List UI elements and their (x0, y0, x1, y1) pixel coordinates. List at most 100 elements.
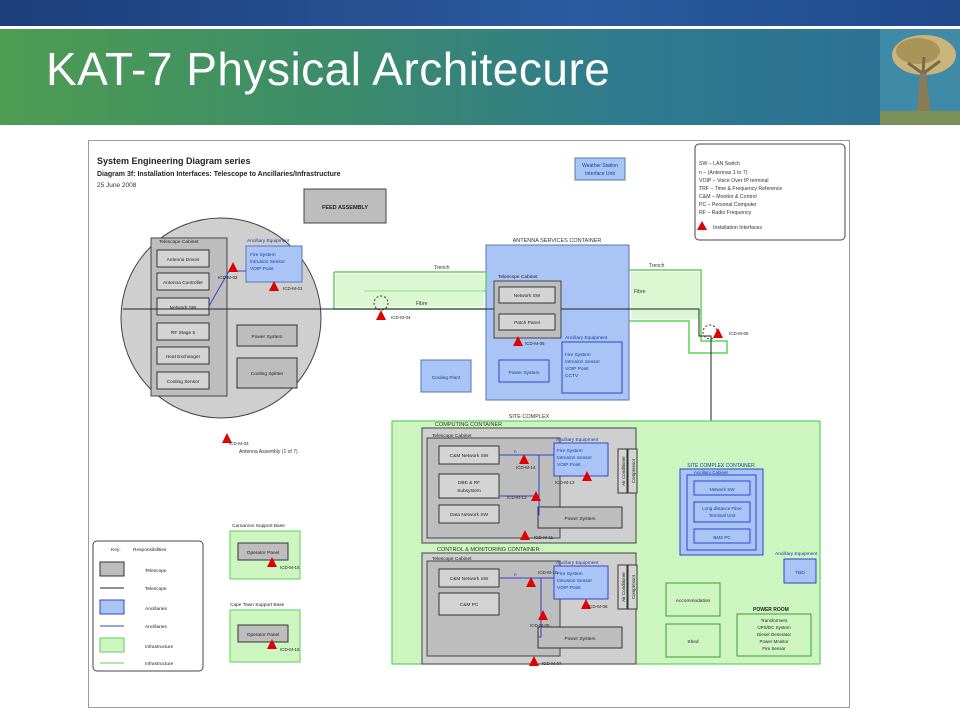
computing-dbe-box (438, 473, 500, 499)
antenna-ancillary-title: Ancillary Equipment (247, 238, 290, 244)
feed-assembly-box (303, 188, 387, 224)
site-complex-title: SITE COMPLEX (509, 414, 550, 420)
antenna-cooling-splitter-label: Cooling Splitter (251, 371, 284, 377)
asc-patch-panel-label: Patch Panel (514, 320, 540, 326)
antenna-controller-box (156, 272, 210, 291)
icd-label: ICD-M-16 (280, 647, 300, 652)
cm-pc-label: C&M PC (460, 602, 479, 608)
computing-aircon-label: Air Conditioner (621, 456, 626, 486)
cm-aircon-label: Air Conditioner (621, 572, 626, 602)
computing-aircon-box (617, 448, 628, 494)
tree-branches (907, 56, 941, 75)
icd-label: ICD-M-08 (588, 604, 608, 609)
scc-network-sw-label: Network SW (709, 487, 735, 492)
power-room-title: POWER ROOM (753, 607, 789, 613)
antenna-drives-box (156, 249, 210, 268)
tree-crown-shade (896, 38, 940, 64)
scc-bms-label: BMS PC (713, 535, 731, 540)
icd-label: ICD-M-10 (538, 570, 558, 575)
computing-compressor-box (627, 448, 638, 494)
cm-power-label: Power System (565, 636, 596, 642)
icd-marker-icon (267, 557, 277, 567)
key-label: Telescope (145, 568, 167, 574)
shed-box (665, 623, 721, 658)
accommodation-box (665, 582, 721, 617)
computing-power-box (537, 506, 623, 529)
power-room-line: Transformers (761, 618, 788, 623)
antenna-rf-stage-box (156, 322, 210, 341)
carnarvon-title: Carnarvon Support Base (232, 523, 285, 529)
antenna-ancillary-box (245, 245, 303, 283)
antenna-rf-stage-label: RF Stage 5 (171, 330, 196, 336)
antenna-ancillary-line: VOIP Point (250, 266, 274, 272)
computing-ancillary-line: Fire System (557, 448, 583, 454)
computing-n-label: n (514, 449, 517, 454)
antenna-network-sw-label: Network SW (170, 305, 197, 311)
icd-label: ICD-M-04 (391, 315, 411, 320)
power-room-line: UPS/DC System (757, 625, 791, 630)
cooling-plant-1-label: Cooling Plant (432, 375, 461, 381)
top-bar-divider (0, 26, 960, 29)
interface-marker-icon (697, 221, 707, 230)
cm-ancillary-line: Intrusion Sensor (557, 578, 592, 584)
scc-cabinet-label: Ancillary Cabinet (694, 470, 729, 475)
asc-ancillary-title: Ancillary Equipment (565, 335, 608, 341)
antenna-ancillary-line: Fire System (250, 252, 276, 258)
computing-data-sw-label: Data Network SW (450, 512, 489, 518)
shed-label: Shed (687, 639, 699, 645)
asc-network-sw-box (498, 286, 556, 304)
icd-label: ICD-M-02 (218, 275, 238, 280)
icd-label: ICD-M-12 (507, 495, 527, 500)
cm-ancillary-line: VOIP Point (557, 585, 581, 591)
abbrev-line: SW – LAN Switch (699, 161, 740, 167)
antenna-ancillary-line: Intrusion Sensor (250, 259, 285, 265)
tree-ground (880, 111, 960, 125)
key-label: Infrastructure (145, 661, 174, 667)
scc-long-line1: Long distance Fibre (702, 506, 742, 511)
diagram-subtitle: Diagram 3f: Installation Interfaces: Tel… (97, 171, 341, 178)
weather-station-line1: Weather Station (582, 163, 618, 169)
cm-aircon-box (617, 564, 628, 610)
antenna-power-system-label: Power System (252, 334, 283, 340)
computing-ancillary-links (499, 454, 554, 516)
antenna-heat-exchanger-box (156, 346, 210, 365)
asc-ancillary-box (561, 341, 623, 394)
icd-label: ICD-M-15 (280, 565, 300, 570)
page-title: KAT-7 Physical Architecure (46, 43, 611, 95)
trench-fill-right (631, 272, 699, 319)
asc-patch-panel-box (498, 313, 556, 331)
accommodation-label: Accommodation (676, 598, 711, 604)
computing-dbe-line1: DBE & RF (458, 480, 480, 486)
antenna-network-sw-box (156, 297, 210, 316)
key-title: Key: (111, 547, 121, 553)
icd-label: ICD-M-09 (530, 623, 550, 628)
abbrev-line: C&M – Monitor & Control (699, 194, 757, 200)
abbrev-interfaces: Installation Interfaces (713, 225, 762, 231)
cm-cabinet-label: Telescope Cabinet (432, 556, 472, 562)
abbrev-line: TRF – Time & Frequency Reference (699, 186, 782, 192)
trench-fill-left (336, 274, 484, 307)
icd-marker-icon (526, 577, 536, 587)
asc-title: ANTENNA SERVICES CONTAINER (513, 238, 602, 244)
fibre-label-left: Fibre (416, 301, 428, 307)
carnarvon-panel-label: Operator Panel (247, 550, 280, 556)
trench-path-right (629, 269, 728, 354)
cm-ancillary-box (553, 565, 609, 600)
trench-label-left: Trench (434, 265, 450, 271)
cm-n-label: n (514, 572, 517, 577)
capetown-title: Cape Town Support Base (230, 602, 285, 608)
capetown-panel-label: Operator Panel (247, 632, 280, 638)
icd-marker-icon (269, 281, 279, 291)
key-ancillaries-swatch (99, 599, 125, 615)
trench-label-right: Trench (649, 263, 665, 269)
cm-ancillary-links (499, 577, 554, 638)
icd-marker-icon (520, 530, 530, 540)
power-room-line: Fire Sensor (762, 646, 786, 651)
key-label: Infrastructure (145, 644, 174, 650)
antenna-cooling-sensor-label: Cooling Sensor (167, 379, 200, 385)
abbrev-line: PC – Personal Computer (699, 202, 757, 208)
asc-ancillary-line: Fire System (565, 352, 591, 358)
antenna-cooling-sensor-box (156, 371, 210, 390)
icd-marker-icon (531, 491, 541, 501)
icd-marker-icon (538, 610, 548, 620)
